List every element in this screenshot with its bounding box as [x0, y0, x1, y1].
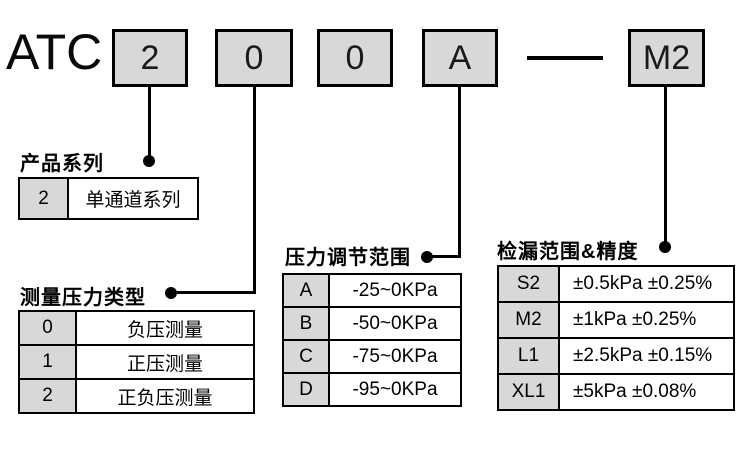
- section-label-adjust-range: 压力调节范围: [285, 247, 411, 269]
- connector-line-series: [148, 87, 151, 159]
- table-row: C -75~0KPa: [282, 339, 462, 374]
- spec-value: -25~0KPa: [328, 273, 462, 308]
- connector-line-pressure-type-horizontal: [171, 291, 256, 294]
- code-box-range: A: [422, 29, 498, 87]
- table-row: 1 正压测量: [18, 344, 255, 380]
- spec-key: L1: [497, 337, 560, 375]
- connector-line-range-horizontal: [427, 255, 461, 258]
- table-row: XL1 ±5kPa ±0.08%: [497, 373, 735, 411]
- table-row: S2 ±0.5kPa ±0.25%: [497, 265, 735, 303]
- spec-value: -95~0KPa: [328, 372, 462, 407]
- section-label-product-series: 产品系列: [20, 153, 104, 175]
- spec-key: D: [282, 372, 330, 407]
- separator-dash: [527, 56, 603, 60]
- adjust-range-table: A -25~0KPa B -50~0KPa C -75~0KPa D -95~0…: [282, 273, 462, 407]
- table-row: L1 ±2.5kPa ±0.15%: [497, 337, 735, 375]
- product-series-table: 2 单通道系列: [18, 177, 199, 220]
- connector-dot-range: [421, 251, 433, 263]
- spec-value: -50~0KPa: [328, 306, 462, 341]
- spec-key: 2: [18, 378, 77, 414]
- table-row: B -50~0KPa: [282, 306, 462, 341]
- section-label-pressure-type: 测量压力类型: [20, 287, 146, 309]
- spec-key: 1: [18, 344, 77, 380]
- table-row: M2 ±1kPa ±0.25%: [497, 301, 735, 339]
- brand-text: ATC: [6, 24, 103, 80]
- connector-line-range-vertical: [458, 87, 461, 258]
- spec-key: A: [282, 273, 330, 308]
- spec-key: S2: [497, 265, 560, 303]
- code-box-pressure-type: 0: [215, 29, 293, 87]
- connector-dot-series: [143, 155, 155, 167]
- spec-value: ±2.5kPa ±0.15%: [558, 337, 735, 375]
- code-box-third: 0: [317, 29, 393, 87]
- code-box-series: 2: [112, 29, 188, 87]
- spec-value: ±1kPa ±0.25%: [558, 301, 735, 339]
- spec-value: 正负压测量: [75, 378, 255, 414]
- table-row: 2 单通道系列: [18, 177, 199, 220]
- spec-value: ±5kPa ±0.08%: [558, 373, 735, 411]
- spec-key: C: [282, 339, 330, 374]
- spec-value: -75~0KPa: [328, 339, 462, 374]
- spec-value: 单通道系列: [67, 177, 199, 220]
- spec-key: B: [282, 306, 330, 341]
- code-box-accuracy: M2: [628, 29, 705, 87]
- spec-key: M2: [497, 301, 560, 339]
- table-row: D -95~0KPa: [282, 372, 462, 407]
- section-label-leak-accuracy: 检漏范围&精度: [497, 241, 639, 263]
- spec-key: 2: [18, 177, 69, 220]
- connector-dot-leak: [659, 241, 671, 253]
- spec-value: 正压测量: [75, 344, 255, 380]
- connector-line-pressure-type-vertical: [253, 87, 256, 294]
- connector-dot-pressure-type: [165, 287, 177, 299]
- spec-key: XL1: [497, 373, 560, 411]
- spec-value: ±0.5kPa ±0.25%: [558, 265, 735, 303]
- spec-key: 0: [18, 310, 77, 346]
- leak-accuracy-table: S2 ±0.5kPa ±0.25% M2 ±1kPa ±0.25% L1 ±2.…: [497, 265, 735, 411]
- connector-line-leak: [664, 87, 667, 244]
- table-row: A -25~0KPa: [282, 273, 462, 308]
- spec-value: 负压测量: [75, 310, 255, 346]
- table-row: 2 正负压测量: [18, 378, 255, 414]
- table-row: 0 负压测量: [18, 310, 255, 346]
- pressure-type-table: 0 负压测量 1 正压测量 2 正负压测量: [18, 310, 255, 414]
